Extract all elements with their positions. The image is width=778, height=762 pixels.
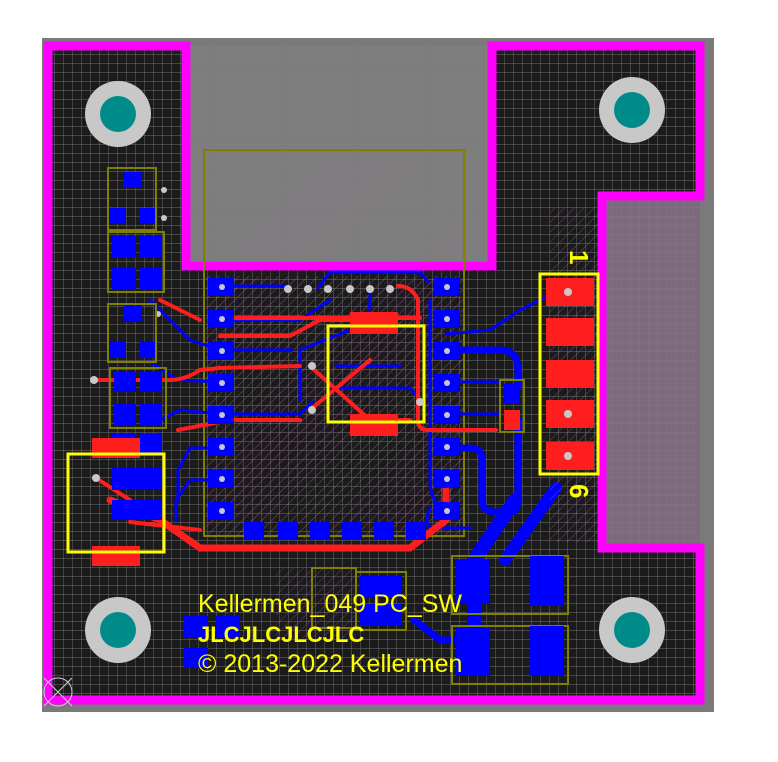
switch-pads-blue — [112, 468, 162, 490]
crystal-pad-bottom — [350, 414, 398, 436]
regulator-outline — [451, 555, 569, 615]
origin-marker-icon — [43, 677, 73, 707]
regulator-outline-2 — [451, 625, 569, 685]
side-connector-keepout-grid — [606, 200, 700, 544]
bottom-left-pad-2 — [184, 648, 208, 668]
connector-pad-holes — [564, 288, 572, 460]
copyright-label: © 2013-2022 Kellermen — [198, 650, 462, 678]
diode-body — [499, 379, 525, 433]
mounting-hole-icon — [599, 597, 665, 663]
mounting-hole-icon — [85, 81, 151, 147]
board-name-label: Kellermen_049 PC_SW — [198, 590, 462, 618]
switch-pad-bottom — [92, 546, 140, 566]
connector-pin-first-label: 1 — [564, 250, 594, 264]
connector-pin-last-label: 6 — [564, 484, 594, 498]
regulator-pad-2 — [530, 556, 564, 606]
board-outline — [43, 41, 705, 705]
switch-pads-blue-2 — [112, 500, 162, 520]
switch-outline — [66, 452, 166, 554]
small-part-pad-2 — [360, 604, 402, 626]
connector-pads — [546, 278, 594, 470]
via-icon — [90, 187, 424, 482]
left-passives — [107, 167, 167, 454]
mounting-hole-icon — [599, 77, 665, 143]
regulator-pad-3 — [456, 628, 490, 676]
crystal-pad-top — [350, 312, 398, 334]
connector-outline — [538, 272, 600, 476]
small-part-pad — [360, 576, 402, 598]
small-part-hatch — [276, 568, 356, 638]
fab-label: JLCJLCJLCJLC — [198, 622, 364, 647]
diode-pad-red — [504, 410, 520, 430]
diode-pad — [504, 384, 520, 404]
bottom-left-pad-3 — [216, 616, 240, 638]
crystal-outline — [326, 324, 426, 424]
mcu-pad-holes — [219, 284, 450, 514]
mounting-hole-icon — [85, 597, 151, 663]
regulator-pad-4 — [530, 626, 564, 676]
bottom-left-pad — [184, 616, 208, 638]
usb-pad-hatch — [206, 150, 464, 260]
small-part-outline-2 — [355, 571, 407, 631]
regulator-pad — [456, 560, 490, 604]
